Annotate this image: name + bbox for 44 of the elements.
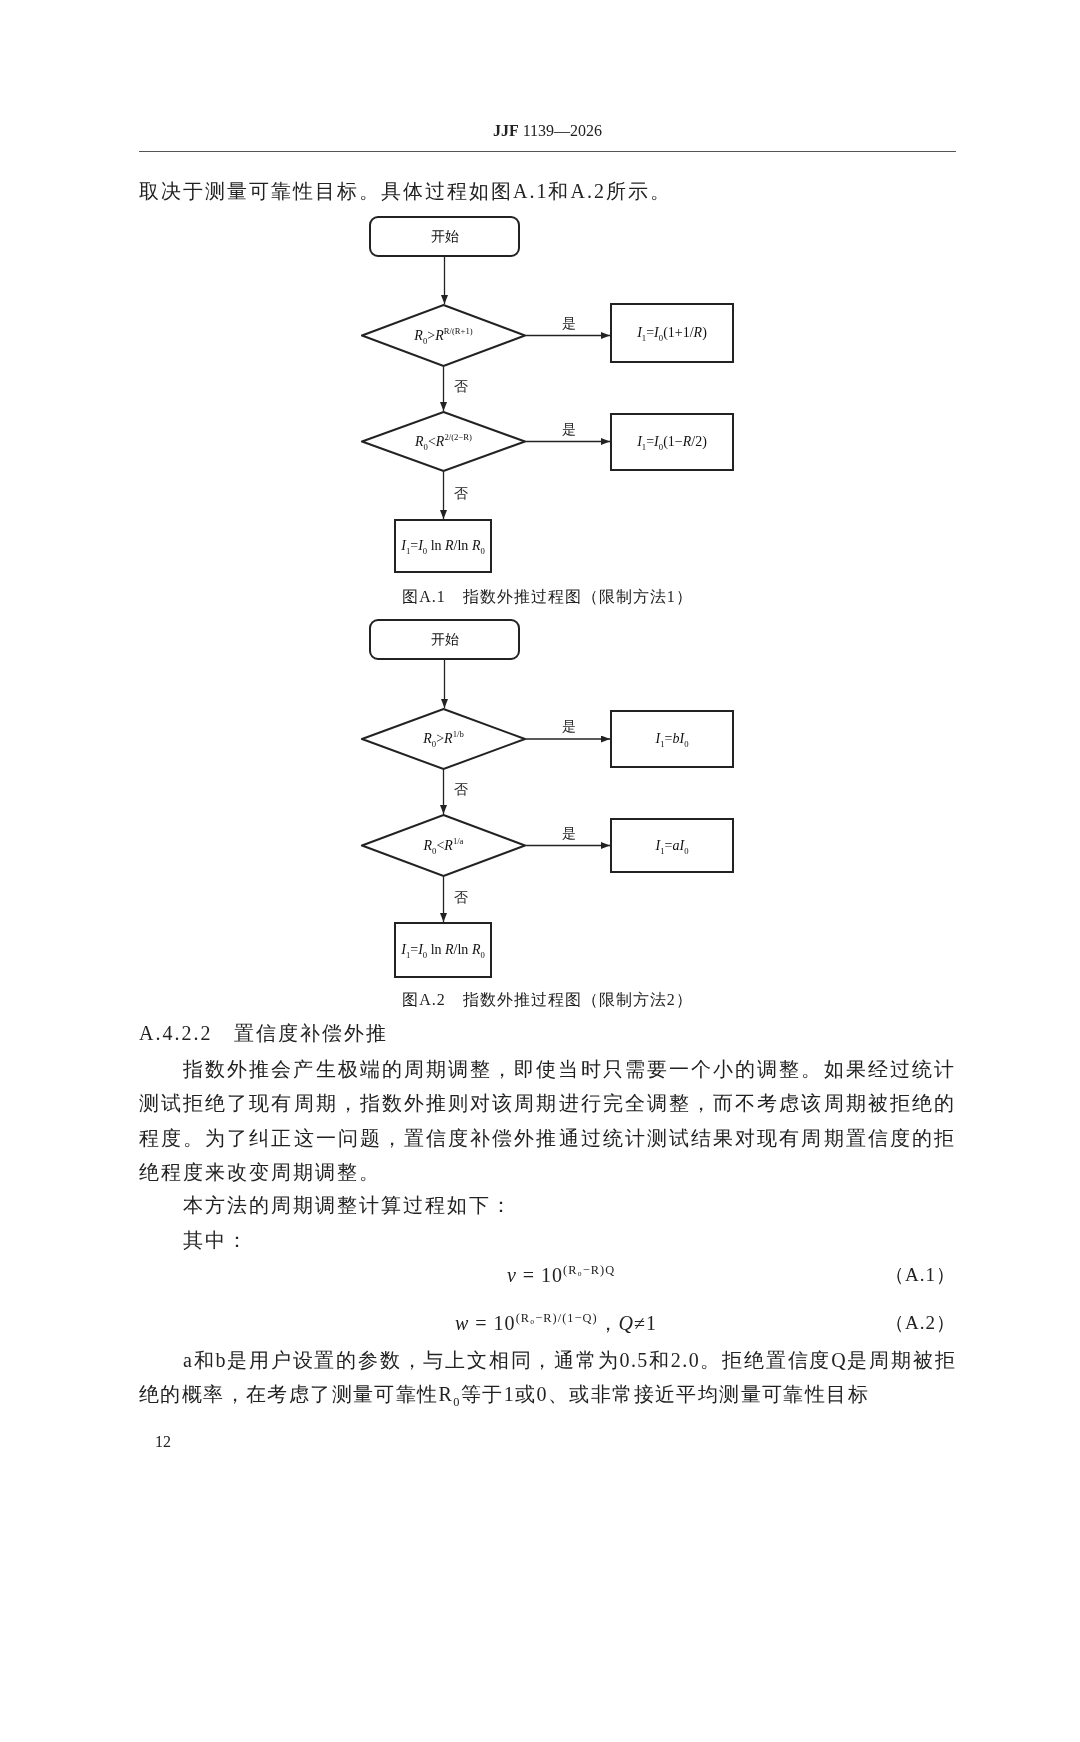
equation-number: （A.2） (884, 1311, 956, 1335)
edge-label: 否 (451, 782, 470, 798)
edge-label: 否 (451, 485, 470, 502)
flow-arrow (525, 438, 611, 445)
body-text: 本方法的周期调整计算过程如下： (183, 1193, 514, 1218)
flow-arrow (440, 366, 447, 412)
edge-label: 否 (451, 889, 470, 906)
decision-diamond: R$_{0}$>R$^{1/b}$ (361, 708, 526, 770)
flow-arrow (440, 876, 447, 923)
decision-diamond: R$_{0}$<R$^{2/(2−R)}$ (361, 411, 526, 472)
edge-label: 是 (560, 315, 578, 332)
process-box: I$_{1}$=I$_{0}$(1−R/2) (610, 413, 734, 471)
flow-arrow (441, 256, 448, 305)
paragraph-text: a和b是用户设置的参数，与上文相同，通常为0.5和2.0。拒绝置信度Q是周期被拒绝的概率，在考虑了测量可靠性R$_{0}$等于1或0、或非常接近平均测量可靠性目标 (139, 1348, 956, 1412)
process-box: I$_{1}$=I$_{0}$ ln R/ln R$_{0}$ (394, 519, 492, 573)
equation: w = 10$^{(R₀−R)/(1−Q)}$，Q≠1 (454, 1310, 658, 1336)
decision-diamond: R$_{0}$>R$^{R/(R+1)}$ (361, 304, 526, 367)
process-box: I$_{1}$=I$_{0}$ ln R/ln R$_{0}$ (394, 922, 492, 978)
equation-number: （A.1） (884, 1263, 956, 1287)
process-box: I$_{1}$=bI$_{0}$ (610, 710, 734, 768)
edge-label: 是 (560, 421, 578, 438)
section-heading: A.4.2.2 置信度补偿外推 (139, 1021, 390, 1046)
edge-label: 是 (560, 719, 578, 735)
decision-diamond: R$_{0}$<R$^{1/a}$ (361, 814, 526, 877)
edge-label: 否 (451, 379, 470, 395)
body-text: 其中： (183, 1228, 250, 1253)
edge-label: 是 (560, 825, 578, 842)
paragraph-text: 指数外推会产生极端的周期调整，即使当时只需要一个小的调整。如果经过统计测试拒绝了现有周期，指数外推则对该周期进行完全调整，而不考虑该周期被拒绝的程度。为了纠正这一问题，置信度补偿外推通过统计测试结果对现有周期置信度的拒绝程度来改变周期调整。 (139, 1057, 956, 1186)
figure-caption: 图A.1 指数外推过程图（限制方法1） (401, 587, 694, 607)
process-box: I$_{1}$=aI$_{0}$ (610, 818, 734, 873)
figure-caption: 图A.2 指数外推过程图（限制方法2） (401, 990, 694, 1010)
start-terminal: 开始 (369, 216, 520, 257)
flow-arrow (441, 659, 448, 709)
flow-arrow (525, 842, 611, 849)
body-text: 取决于测量可靠性目标。具体过程如图A.1和A.2所示。 (139, 179, 673, 204)
flow-arrow (525, 735, 611, 743)
start-terminal: 开始 (369, 619, 520, 660)
flow-arrow (525, 332, 611, 339)
flow-arrow (440, 769, 447, 815)
flow-arrow (440, 471, 447, 520)
equation: v = 10$^{(R₀−R)Q}$ (505, 1262, 617, 1288)
header-text: JJF 1139—2026 (491, 121, 604, 141)
process-box: I$_{1}$=I$_{0}$(1+1/R) (610, 303, 734, 363)
page-number: 12 (155, 1432, 172, 1452)
